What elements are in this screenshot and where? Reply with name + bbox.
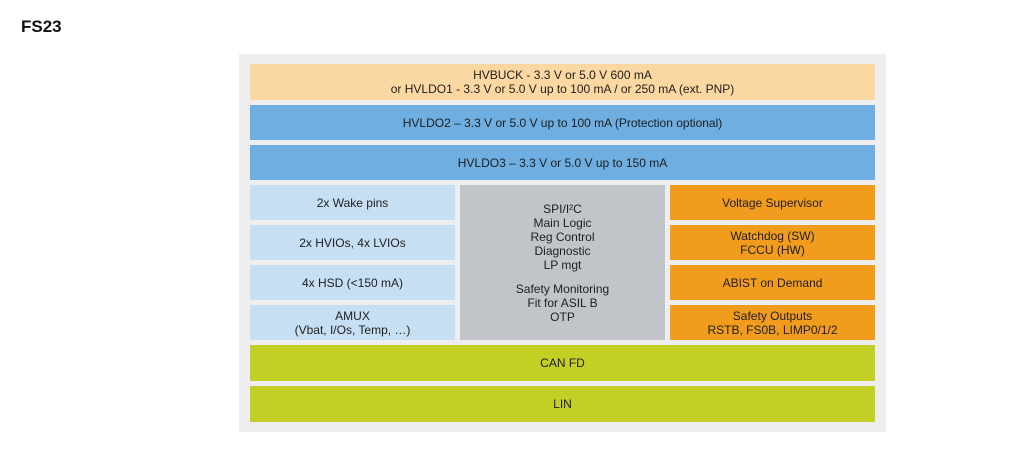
wake-pins-label: 2x Wake pins (316, 195, 389, 210)
center-line-spi: SPI/I²C (543, 201, 582, 216)
center-line-reg-control: Reg Control (530, 229, 595, 244)
safety-outputs-line-2: RSTB, FS0B, LIMP0/1/2 (707, 322, 838, 337)
voltage-supervisor-label: Voltage Supervisor (722, 195, 823, 210)
hvldo3-block: HVLDO3 – 3.3 V or 5.0 V up to 150 mA (250, 145, 875, 180)
page-title: FS23 (21, 17, 62, 36)
amux-block: AMUX (Vbat, I/Os, Temp, …) (250, 305, 455, 340)
watchdog-line-2: FCCU (HW) (740, 242, 805, 257)
can-fd-label: CAN FD (540, 356, 585, 370)
abist-block: ABIST on Demand (670, 265, 875, 300)
hsd-block: 4x HSD (<150 mA) (250, 265, 455, 300)
center-line-asil-b: Fit for ASIL B (527, 295, 598, 310)
hvbuck-line-1: HVBUCK - 3.3 V or 5.0 V 600 mA (473, 68, 652, 82)
amux-line-2: (Vbat, I/Os, Temp, …) (294, 322, 411, 337)
main-logic-block: SPI/I²C Main Logic Reg Control Diagnosti… (460, 185, 665, 340)
wake-pins-block: 2x Wake pins (250, 185, 455, 220)
block-diagram-panel: HVBUCK - 3.3 V or 5.0 V 600 mA or HVLDO1… (239, 54, 886, 432)
lin-label: LIN (553, 397, 572, 411)
abist-label: ABIST on Demand (722, 275, 823, 290)
center-line-otp: OTP (550, 309, 575, 324)
hvios-label: 2x HVIOs, 4x LVIOs (299, 235, 406, 250)
center-line-main-logic: Main Logic (533, 215, 592, 230)
hsd-label: 4x HSD (<150 mA) (301, 275, 404, 290)
voltage-supervisor-block: Voltage Supervisor (670, 185, 875, 220)
lin-block: LIN (250, 386, 875, 422)
amux-line-1: AMUX (335, 308, 370, 323)
hvldo2-label: HVLDO2 – 3.3 V or 5.0 V up to 100 mA (Pr… (402, 115, 723, 130)
center-line-safety-monitoring: Safety Monitoring (515, 281, 610, 296)
hvldo3-label: HVLDO3 – 3.3 V or 5.0 V up to 150 mA (457, 155, 668, 170)
hvbuck-block: HVBUCK - 3.3 V or 5.0 V 600 mA or HVLDO1… (250, 64, 875, 100)
hvldo2-block: HVLDO2 – 3.3 V or 5.0 V up to 100 mA (Pr… (250, 105, 875, 140)
hvbuck-line-2: or HVLDO1 - 3.3 V or 5.0 V up to 100 mA … (390, 82, 735, 96)
center-line-diagnostic: Diagnostic (534, 243, 591, 258)
hvios-block: 2x HVIOs, 4x LVIOs (250, 225, 455, 260)
center-line-lp-mgt: LP mgt (543, 257, 582, 272)
watchdog-line-1: Watchdog (SW) (730, 228, 815, 243)
watchdog-block: Watchdog (SW) FCCU (HW) (670, 225, 875, 260)
can-fd-block: CAN FD (250, 345, 875, 381)
safety-outputs-line-1: Safety Outputs (732, 308, 813, 323)
safety-outputs-block: Safety Outputs RSTB, FS0B, LIMP0/1/2 (670, 305, 875, 340)
